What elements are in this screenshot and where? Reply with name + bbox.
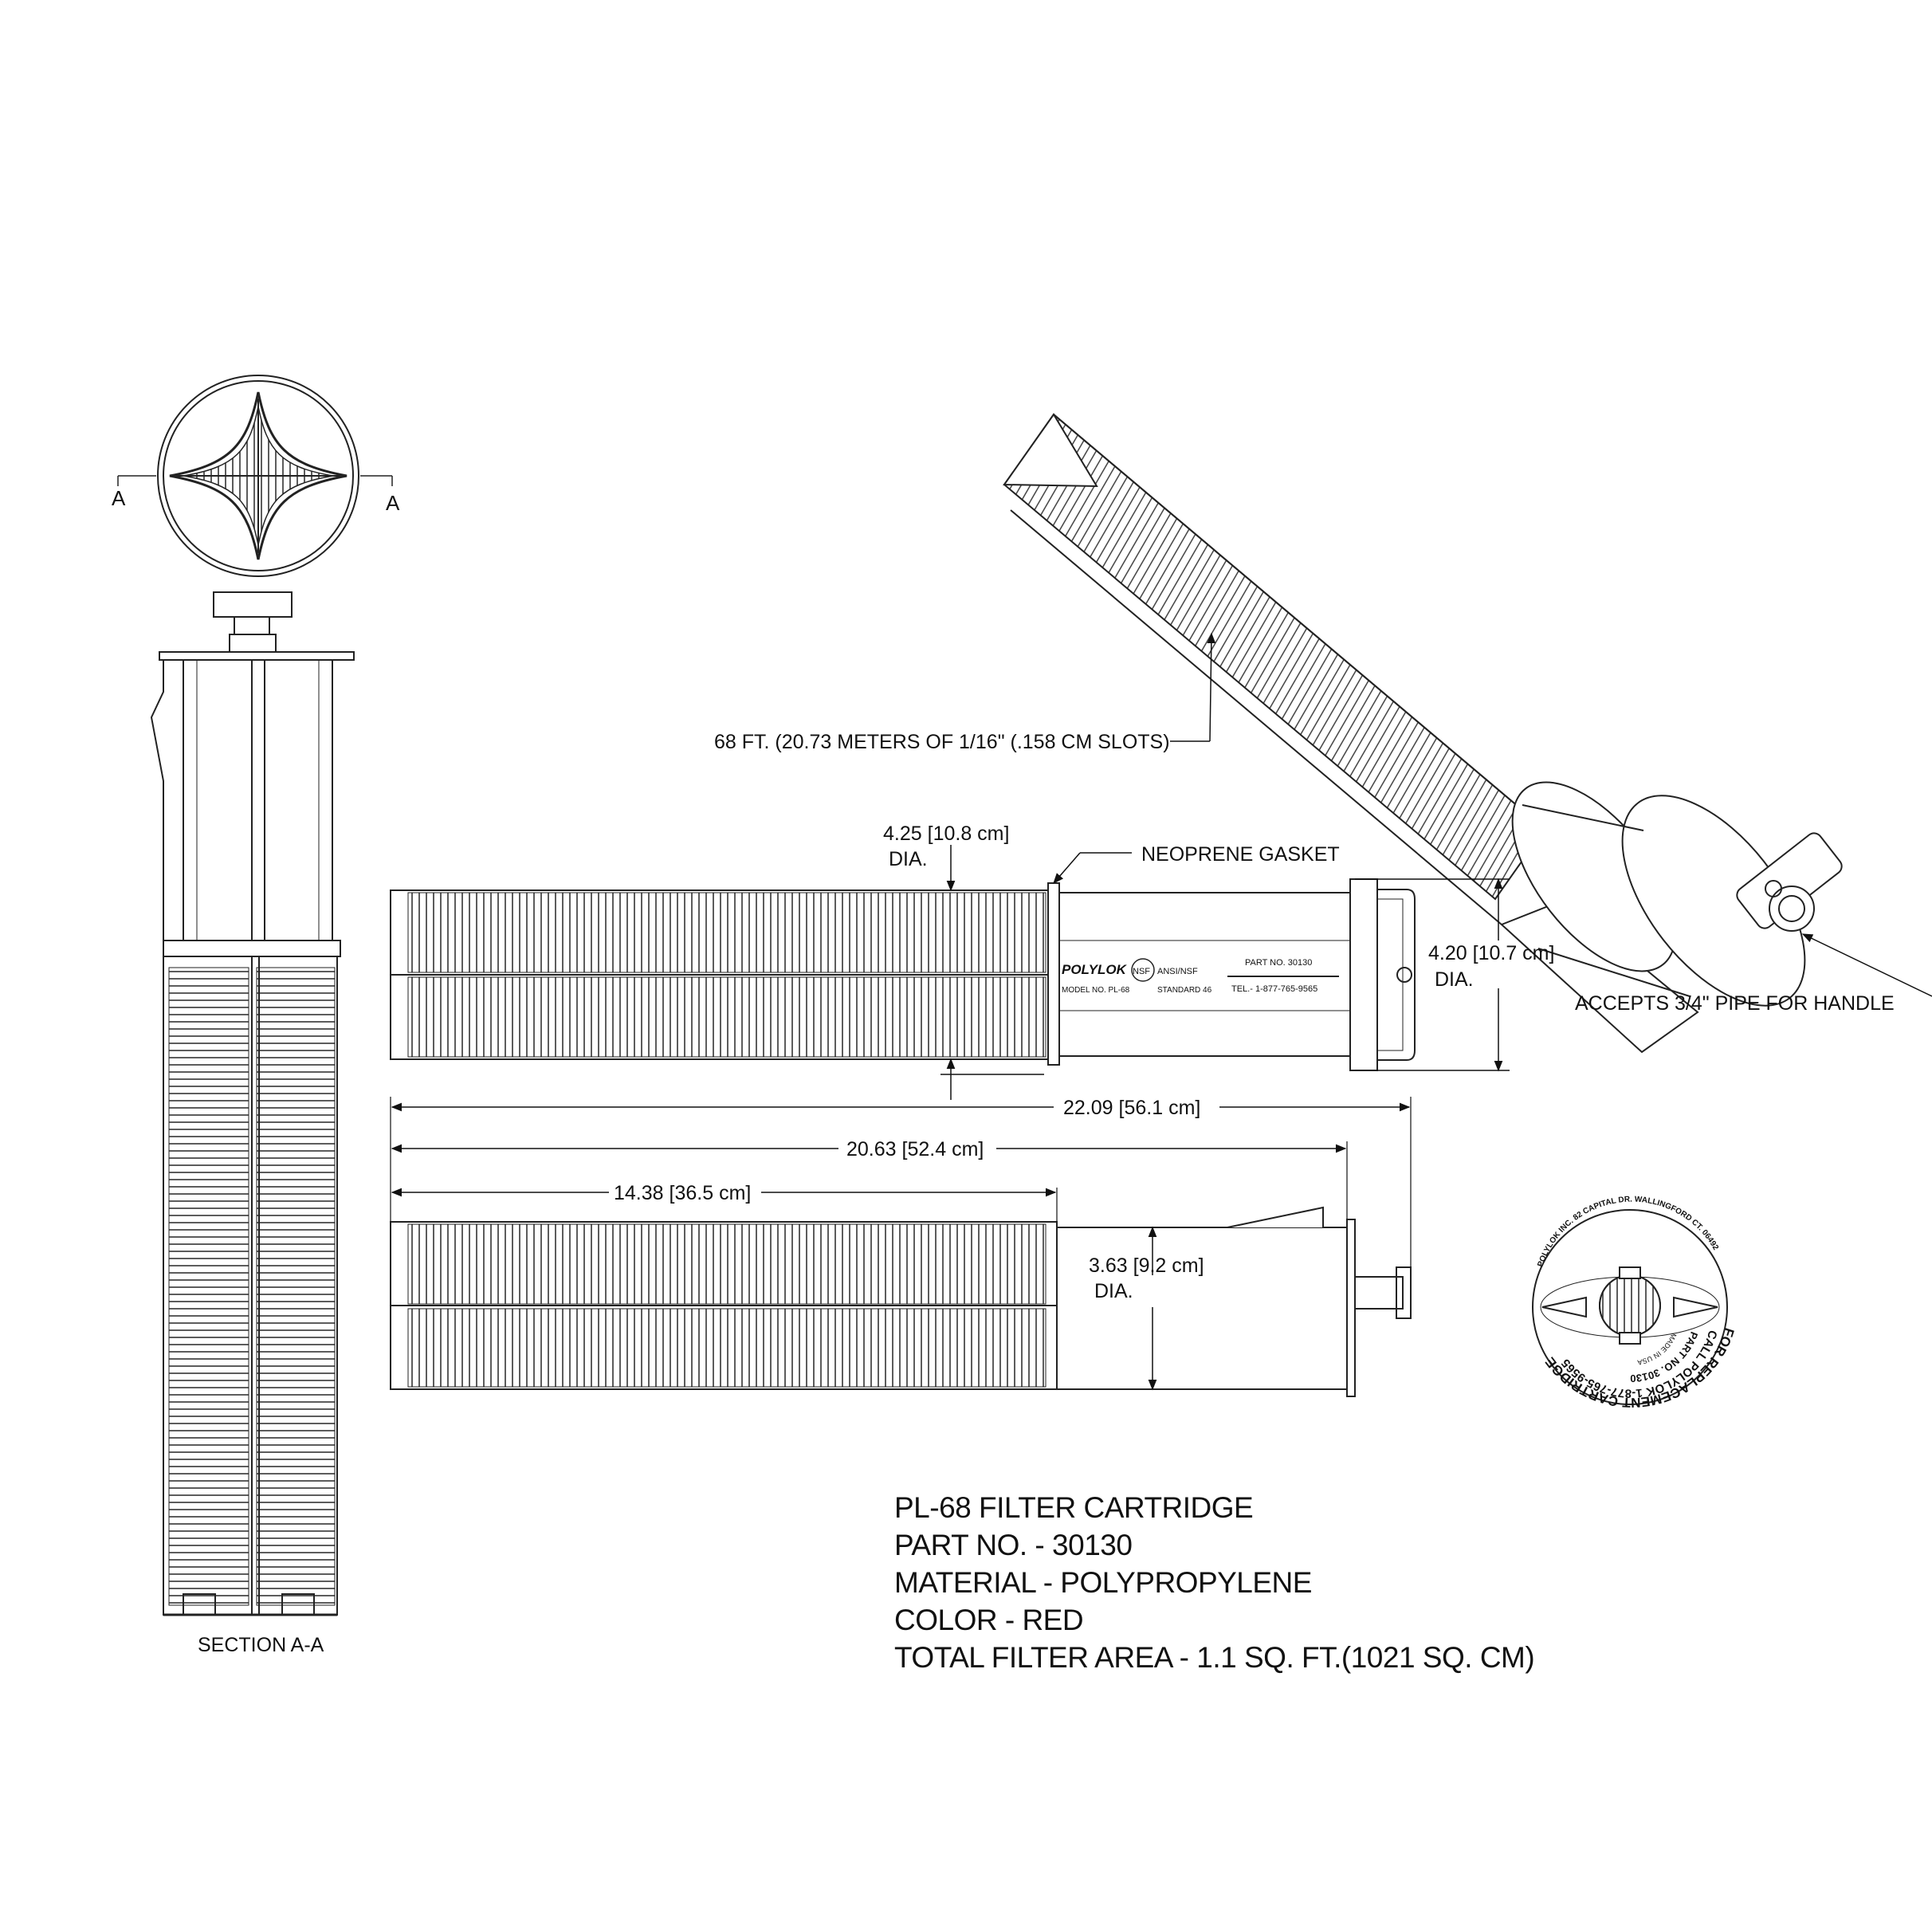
- nsf-mark: [1131, 958, 1155, 982]
- spec-line-title: PL-68 FILTER CARTRIDGE: [894, 1491, 1254, 1524]
- gasket-leader-diag: [1053, 852, 1081, 885]
- product-label-tel: TEL.- 1-877-765-9565: [1231, 984, 1317, 994]
- end-cap-view: [1532, 1209, 1728, 1405]
- dim-overall-text: 22.09 [56.1 cm]: [1063, 1097, 1200, 1119]
- section-view: [150, 591, 355, 1616]
- spec-line-material: MATERIAL - POLYPROPYLENE: [894, 1566, 1312, 1599]
- product-label-part: PART NO. 30130: [1245, 958, 1312, 968]
- dia-right-text: 4.20 [10.7 cm]: [1428, 942, 1554, 964]
- spec-line-part: PART NO. - 30130: [894, 1529, 1133, 1561]
- dia-bottom-suffix: DIA.: [1094, 1280, 1133, 1302]
- dia-bottom-text: 3.63 [9.2 cm]: [1089, 1255, 1204, 1277]
- dim-screen-text: 14.38 [36.5 cm]: [614, 1182, 751, 1204]
- cut-label-right: A: [386, 491, 400, 515]
- section-title: SECTION A-A: [198, 1634, 324, 1656]
- spec-line-area: TOTAL FILTER AREA - 1.1 SQ. FT.(1021 SQ.…: [894, 1641, 1535, 1674]
- gasket-callout: NEOPRENE GASKET: [1141, 843, 1340, 866]
- slots-leader-diag: [1207, 632, 1216, 742]
- dia-left-suffix: DIA.: [889, 848, 928, 870]
- side-view: [390, 878, 1416, 1071]
- bottom-view: [390, 1206, 1412, 1397]
- spec-notes: PL-68 FILTER CARTRIDGE PART NO. - 30130 …: [894, 1489, 1535, 1676]
- handle-leader: [1801, 933, 1932, 997]
- end-view-top: [117, 375, 393, 577]
- cut-label-left: A: [112, 486, 126, 510]
- product-label-brand: POLYLOK: [1062, 962, 1128, 977]
- product-label-ansi: ANSI/NSF: [1157, 967, 1198, 976]
- spec-line-color: COLOR - RED: [894, 1604, 1084, 1636]
- dia-left-text: 4.25 [10.8 cm]: [883, 823, 1009, 845]
- dim-body-text: 20.63 [52.4 cm]: [846, 1138, 984, 1160]
- perspective-view: [1003, 413, 1843, 1054]
- cap-ring-text-top: POLYLOK INC. 82 CAPITAL DR. WALLINGFORD …: [1536, 1196, 1720, 1268]
- product-label-standard: STANDARD 46: [1157, 986, 1212, 995]
- product-label-model: MODEL NO. PL-68: [1062, 986, 1130, 995]
- product-label-nsf: NSF: [1133, 967, 1150, 976]
- dia-right-suffix: DIA.: [1435, 968, 1474, 991]
- handle-callout: ACCEPTS 3/4" PIPE FOR HANDLE: [1575, 992, 1895, 1015]
- slots-callout: 68 FT. (20.73 METERS OF 1/16" (.158 CM S…: [714, 731, 1170, 753]
